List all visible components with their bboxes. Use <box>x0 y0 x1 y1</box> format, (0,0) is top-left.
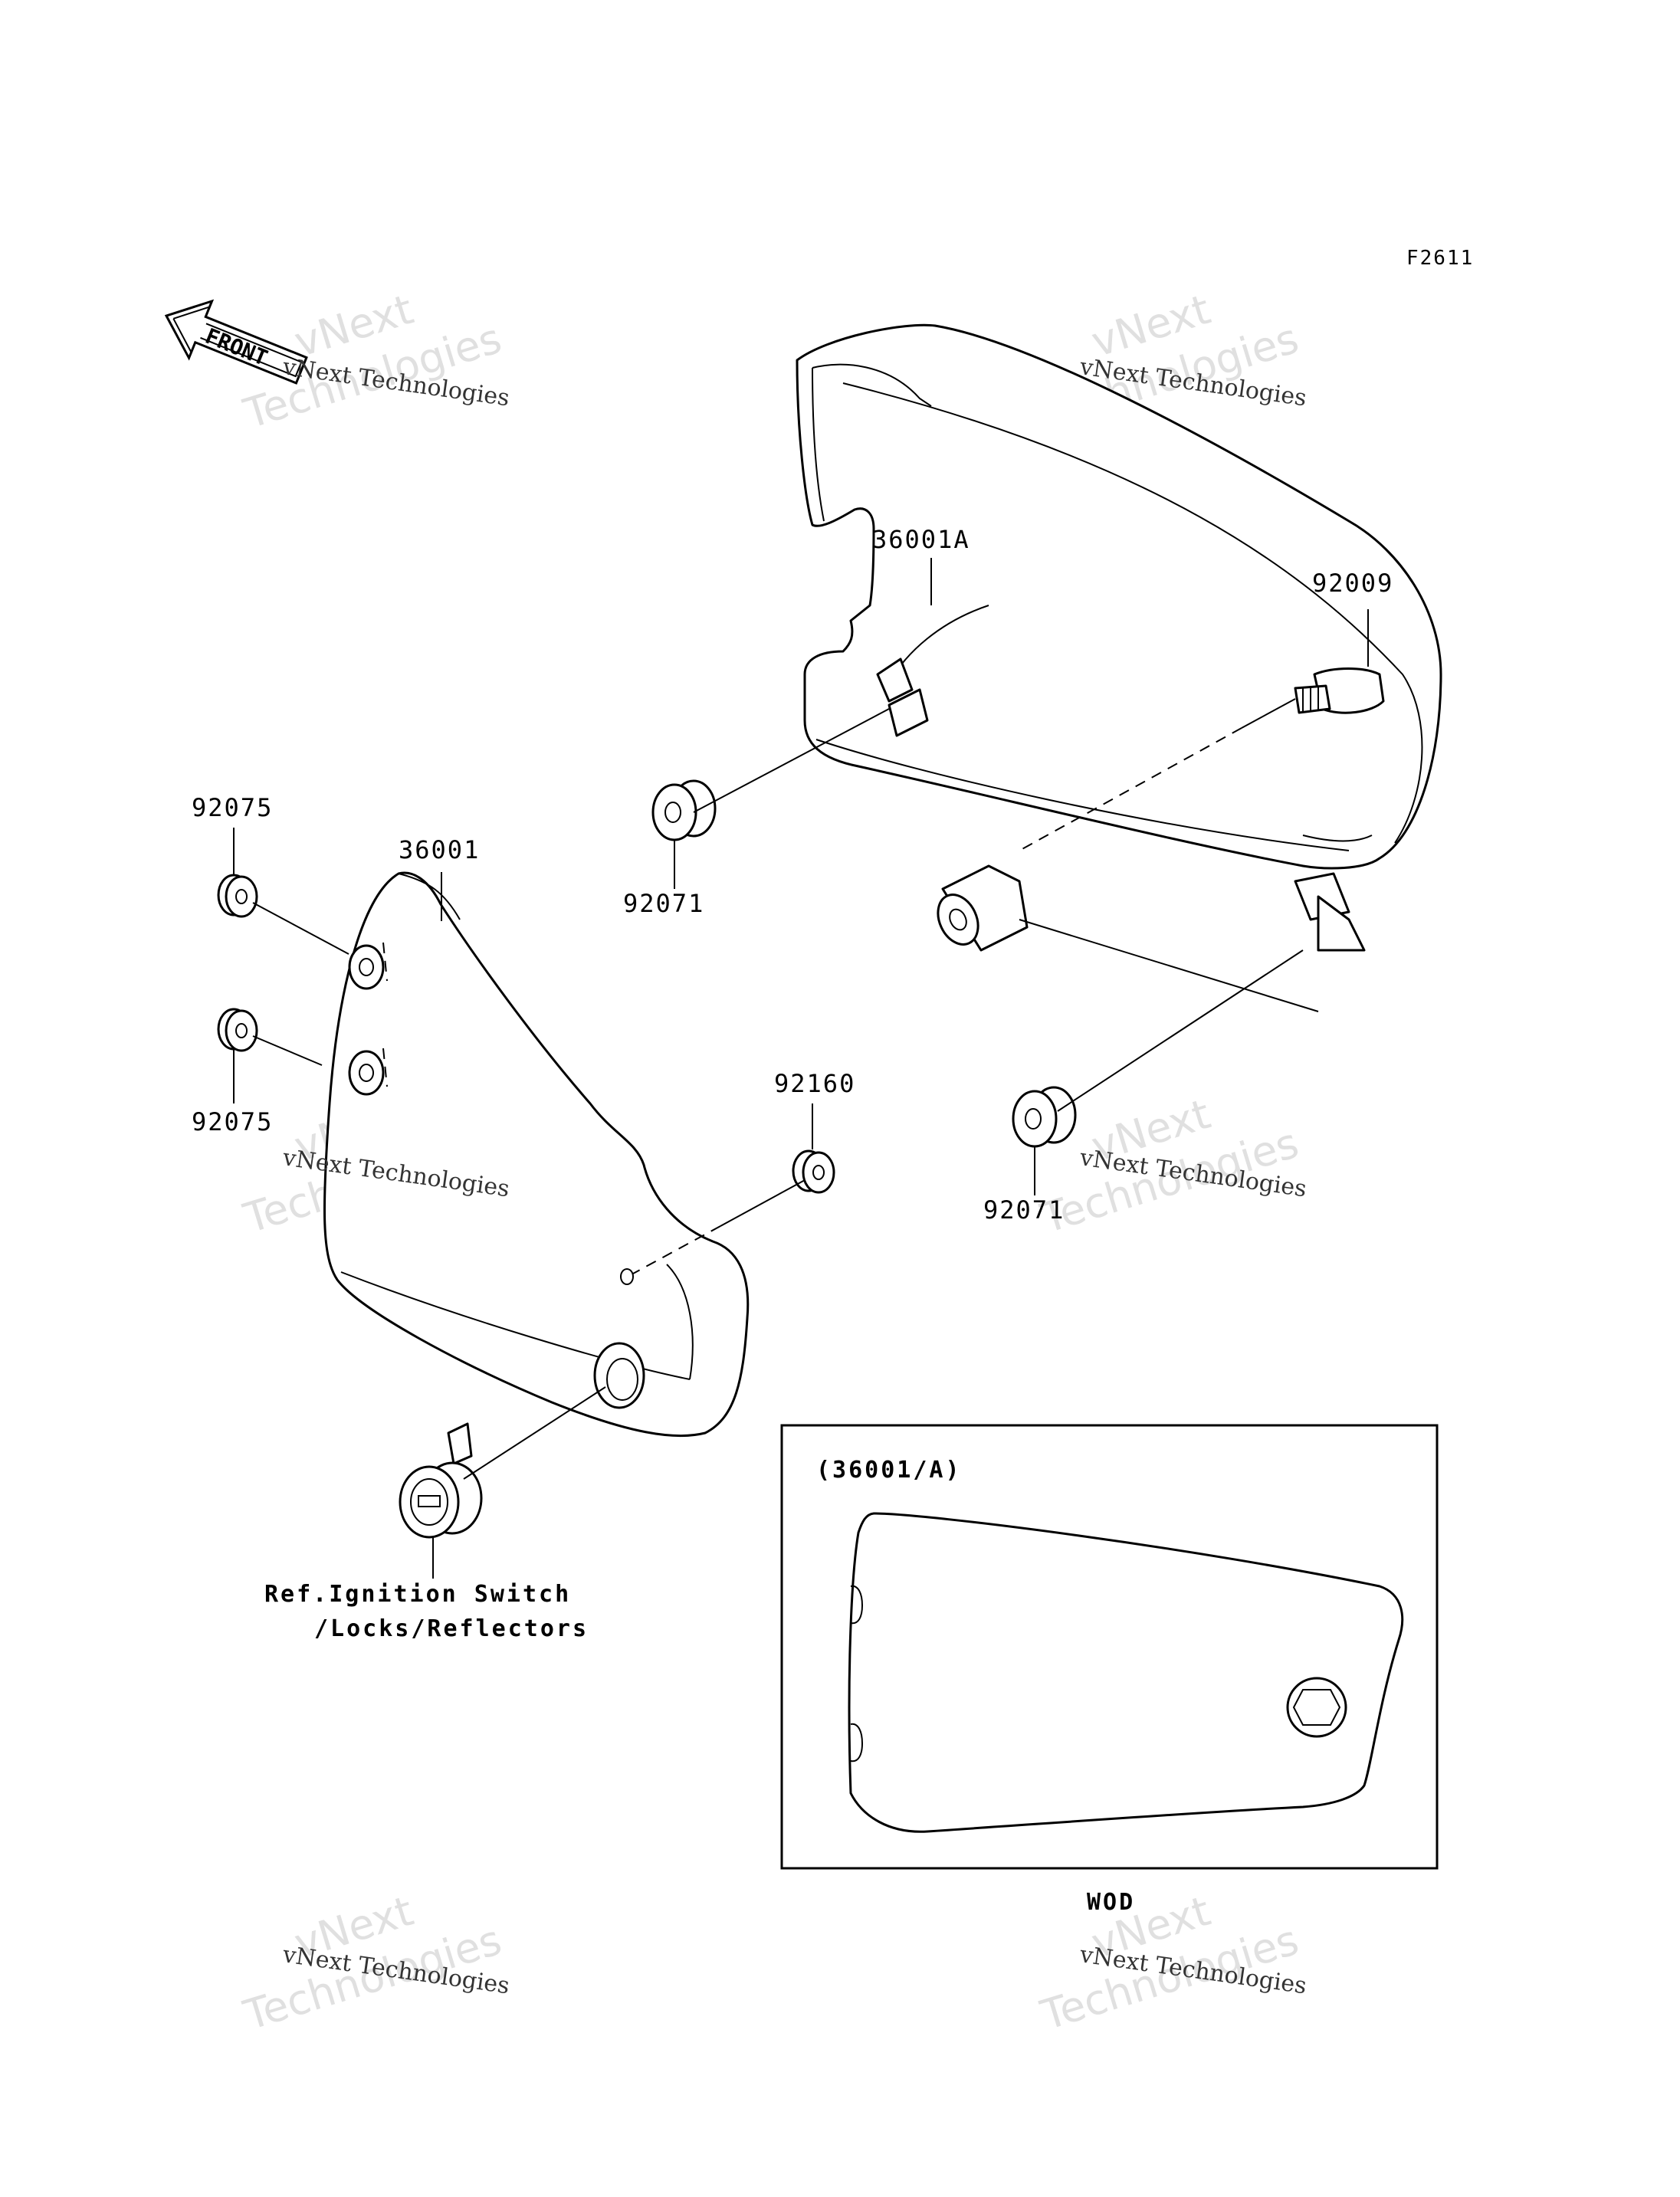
callout-92075-top: 92075 <box>192 793 273 822</box>
bolt-92009 <box>1294 609 1385 714</box>
diagram-code: F2611 <box>1406 247 1474 270</box>
inset-caption: WOD <box>1087 1889 1135 1916</box>
callout-92009: 92009 <box>1312 569 1393 598</box>
lock-bore <box>593 1342 645 1409</box>
reference-note-line1: Ref.Ignition Switch <box>264 1581 571 1608</box>
side-cover-right <box>796 323 1442 952</box>
callout-92071-upper: 92071 <box>623 889 704 918</box>
callout-92160: 92160 <box>774 1069 855 1098</box>
ignition-lock <box>399 1422 483 1539</box>
callout-92075-bottom: 92075 <box>192 1107 273 1136</box>
grommet-92160 <box>792 1149 835 1194</box>
inset-label: (36001/A) <box>816 1457 962 1484</box>
reference-note-line2: /Locks/Reflectors <box>314 1615 589 1642</box>
cover-pin-hole <box>620 1268 634 1285</box>
cover-hole-lower <box>348 1048 388 1096</box>
cover-hole-upper <box>348 942 388 990</box>
cover-boss <box>937 864 1029 952</box>
callout-labels: 36001A 92009 92071 92071 36001 92075 920… <box>192 525 1393 1642</box>
inset-cover-outline <box>848 1512 1404 1833</box>
side-cover-left <box>323 871 750 1438</box>
grommet-92071-lower <box>1012 1086 1077 1148</box>
grommet-92071-upper <box>651 779 717 841</box>
inset-panel: (36001/A) WOD <box>780 1424 1439 1916</box>
leader-lines <box>233 558 1319 1579</box>
callout-36001a: 36001A <box>872 525 970 554</box>
damper-92075-top <box>217 874 258 918</box>
callout-36001: 36001 <box>399 835 480 864</box>
damper-92075-bottom <box>217 1008 258 1052</box>
callout-92071-lower: 92071 <box>983 1195 1065 1225</box>
